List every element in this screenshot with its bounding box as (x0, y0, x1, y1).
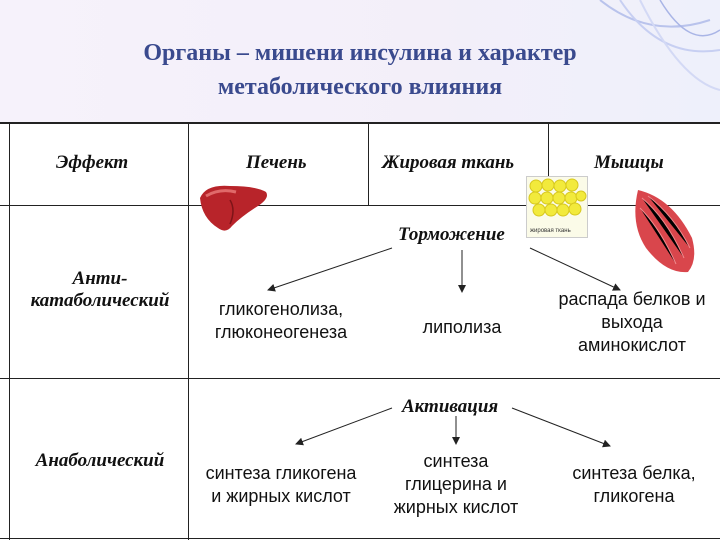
fat-tissue-image: жировая ткань (526, 176, 588, 238)
row-divider (0, 378, 720, 379)
column-divider-2 (368, 122, 369, 206)
title-banner (0, 0, 720, 122)
header-liver: Печень (246, 152, 307, 173)
column-divider-1 (188, 122, 189, 540)
row-label-anticatabolic: Анти- катаболический (30, 268, 170, 311)
row-label-anabolic: Анаболический (35, 450, 165, 471)
header-effect: Эффект (56, 152, 129, 173)
header-fat: Жировая ткань (382, 152, 515, 173)
decorative-swirl (599, 0, 720, 91)
liver-image (200, 185, 267, 231)
header-row-divider (0, 205, 720, 206)
fat-image-caption: жировая ткань (530, 228, 571, 234)
cell-fat-inhibition: липолиза (422, 317, 502, 337)
cell-liver-inhibition: гликогенолиза, глюконеогенеза (214, 299, 348, 342)
cell-muscle-inhibition: распада белков и выхода аминокислот (558, 289, 706, 355)
cell-liver-activation: синтеза гликогена и жирных кислот (205, 463, 357, 506)
cell-muscle-activation: синтеза белка, гликогена (572, 463, 696, 506)
header-muscle: Мышцы (594, 152, 664, 173)
page-title: Органы – мишени инсулина и характер мета… (143, 40, 577, 100)
table-top-border (0, 122, 720, 124)
table-left-border (9, 122, 10, 540)
muscle-image (635, 190, 695, 273)
table-bottom-border (0, 538, 720, 539)
column-divider-3 (548, 122, 549, 206)
group-label-activation: Активация (402, 396, 499, 417)
cell-fat-activation: синтеза глицерина и жирных кислот (393, 451, 519, 517)
group-label-inhibition: Торможение (398, 224, 505, 245)
